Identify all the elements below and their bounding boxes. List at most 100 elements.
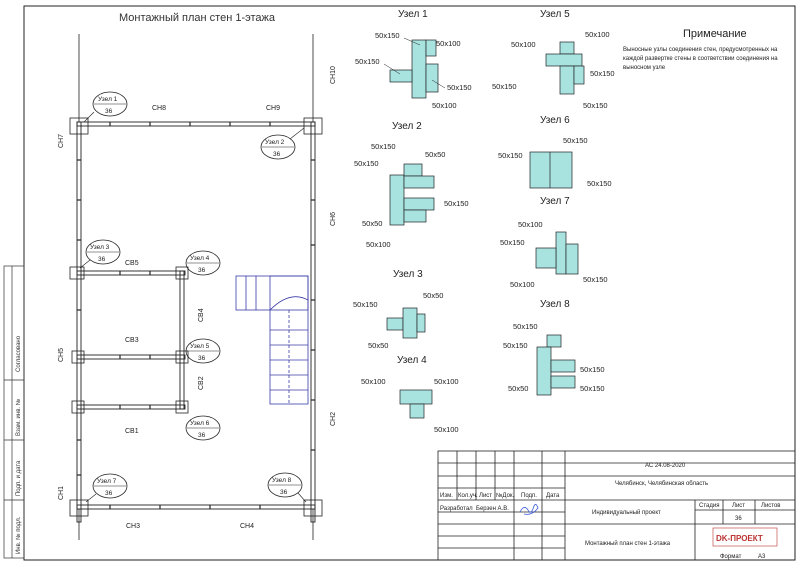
wall-ch8: СН8 <box>152 105 166 112</box>
svg-text:50х100: 50х100 <box>361 377 386 386</box>
svg-text:50х50: 50х50 <box>423 291 443 300</box>
wall-ch9: СН9 <box>266 105 280 112</box>
sheet-frame <box>23 5 796 561</box>
svg-text:Узел 4: Узел 4 <box>397 355 427 366</box>
svg-text:Узел 2: Узел 2 <box>392 121 422 132</box>
callout-8: Узел 8 36 <box>267 472 307 503</box>
svg-text:36: 36 <box>198 355 206 362</box>
svg-text:Узел 6: Узел 6 <box>190 420 210 427</box>
stamp-sheet-number: 36 <box>735 516 742 522</box>
stamp-sheets-label: Листов <box>761 503 781 509</box>
svg-text:50х150: 50х150 <box>353 300 378 309</box>
node-7: Узел 7 50х100 50х150 50х100 50х150 <box>500 196 608 289</box>
svg-text:50х100: 50х100 <box>434 377 459 386</box>
svg-text:50х150: 50х150 <box>492 82 517 91</box>
callout-5: Узел 5 36 <box>185 338 221 364</box>
stud-ticks <box>77 122 315 509</box>
svg-text:50х100: 50х100 <box>432 101 457 110</box>
svg-text:Узел 7: Узел 7 <box>97 478 117 485</box>
svg-text:50х150: 50х150 <box>580 384 605 393</box>
svg-text:Узел 1: Узел 1 <box>398 9 428 20</box>
stamp-col-sign: Подп. <box>521 493 537 499</box>
svg-text:50х150: 50х150 <box>444 199 469 208</box>
note-line-3: выносном узле <box>623 65 666 71</box>
wall-cv2: СВ2 <box>198 376 205 390</box>
svg-text:Узел 3: Узел 3 <box>90 244 110 251</box>
svg-text:Узел 8: Узел 8 <box>272 477 292 484</box>
node-8: Узел 8 50х150 50х150 50х150 50х50 50х150 <box>503 299 605 396</box>
svg-text:Узел 8: Узел 8 <box>540 299 570 310</box>
stamp-stage-label: Стадия <box>699 503 719 509</box>
wall-ch6: СН6 <box>330 212 337 226</box>
side-inv: Инв. № подл. <box>15 516 22 554</box>
callout-1: Узел 1 36 <box>83 91 128 123</box>
svg-text:50х150: 50х150 <box>503 341 528 350</box>
svg-text:50х150: 50х150 <box>587 179 612 188</box>
svg-text:50х100: 50х100 <box>510 280 535 289</box>
svg-text:36: 36 <box>273 151 281 158</box>
callout-7: Узел 7 36 <box>85 473 128 503</box>
stamp-developer-role: Разработал <box>440 506 473 512</box>
svg-text:50х100: 50х100 <box>585 30 610 39</box>
svg-text:36: 36 <box>98 256 106 263</box>
wall-ch4: СН4 <box>240 523 254 530</box>
wall-ch1: СН1 <box>58 486 65 500</box>
svg-text:50х150: 50х150 <box>375 31 400 40</box>
svg-text:50х100: 50х100 <box>511 40 536 49</box>
node-5: Узел 5 50х100 50х100 50х150 50х150 50х15… <box>492 9 615 110</box>
node-3: Узел 3 50х150 50х50 50х50 <box>353 269 443 350</box>
svg-text:50х150: 50х150 <box>583 101 608 110</box>
note-title: Примечание <box>683 28 747 40</box>
wall-cv5: СВ5 <box>125 260 139 267</box>
wall-ch5: СН5 <box>58 348 65 362</box>
svg-text:50х150: 50х150 <box>354 159 379 168</box>
svg-text:36: 36 <box>280 489 288 496</box>
svg-text:50х150: 50х150 <box>583 275 608 284</box>
company-logo: DK-ПРОЕКТ <box>712 527 778 547</box>
stamp-col-date: Дата <box>546 493 560 499</box>
svg-text:50х100: 50х100 <box>366 240 391 249</box>
svg-text:50х150: 50х150 <box>355 57 380 66</box>
callout-6: Узел 6 36 <box>185 415 221 441</box>
side-replace: Взам. инв. № <box>15 399 22 436</box>
wall-ch7: СН7 <box>58 134 65 148</box>
node-1: Узел 1 50х150 50х100 50х150 50х150 50х10… <box>355 9 472 110</box>
svg-text:50х100: 50х100 <box>436 39 461 48</box>
svg-text:Узел 5: Узел 5 <box>190 343 210 350</box>
stamp-sheet-title: Монтажный план стен 1-этажа <box>585 540 671 547</box>
stamp-col-doc: №Док. <box>496 492 515 499</box>
callout-2: Узел 2 36 <box>260 127 305 160</box>
side-stamp <box>3 265 25 559</box>
callout-3: Узел 3 36 <box>79 239 121 269</box>
plan-title: Монтажный план стен 1-этажа <box>119 12 276 24</box>
side-sign-date: Подп. и дата <box>16 460 22 496</box>
wall-ch10: СН10 <box>330 66 337 84</box>
svg-text:Узел 2: Узел 2 <box>265 139 285 146</box>
callout-4: Узел 4 36 <box>185 250 221 276</box>
wall-ch2: СН2 <box>330 412 337 426</box>
stamp-col-kol: Кол.уч. <box>458 493 478 499</box>
svg-text:DK-ПРОЕКТ: DK-ПРОЕКТ <box>716 534 763 543</box>
svg-text:36: 36 <box>105 490 113 497</box>
svg-text:50х150: 50х150 <box>590 69 615 78</box>
stamp-format-value: А3 <box>758 554 766 560</box>
svg-text:Узел 4: Узел 4 <box>190 255 210 262</box>
svg-text:50х50: 50х50 <box>362 219 382 228</box>
note-line-1: Выносные узлы соединения стен, предусмот… <box>623 47 778 53</box>
svg-text:50х150: 50х150 <box>563 136 588 145</box>
title-block <box>437 450 796 561</box>
svg-text:Узел 5: Узел 5 <box>540 9 570 20</box>
svg-text:36: 36 <box>105 108 113 115</box>
svg-text:50х150: 50х150 <box>447 83 472 92</box>
svg-text:Узел 3: Узел 3 <box>393 269 423 280</box>
signature <box>519 504 539 515</box>
stamp-location: Челябинск, Челябинская область <box>615 481 708 487</box>
svg-text:50х150: 50х150 <box>580 365 605 374</box>
svg-text:50х100: 50х100 <box>518 220 543 229</box>
svg-text:36: 36 <box>198 267 206 274</box>
svg-text:36: 36 <box>198 432 206 439</box>
wall-cv3: СВ3 <box>125 337 139 344</box>
wall-cv1: СВ1 <box>125 428 139 435</box>
wall-ch3: СН3 <box>126 523 140 530</box>
stamp-code: АС 24.08-2020 <box>645 463 686 469</box>
